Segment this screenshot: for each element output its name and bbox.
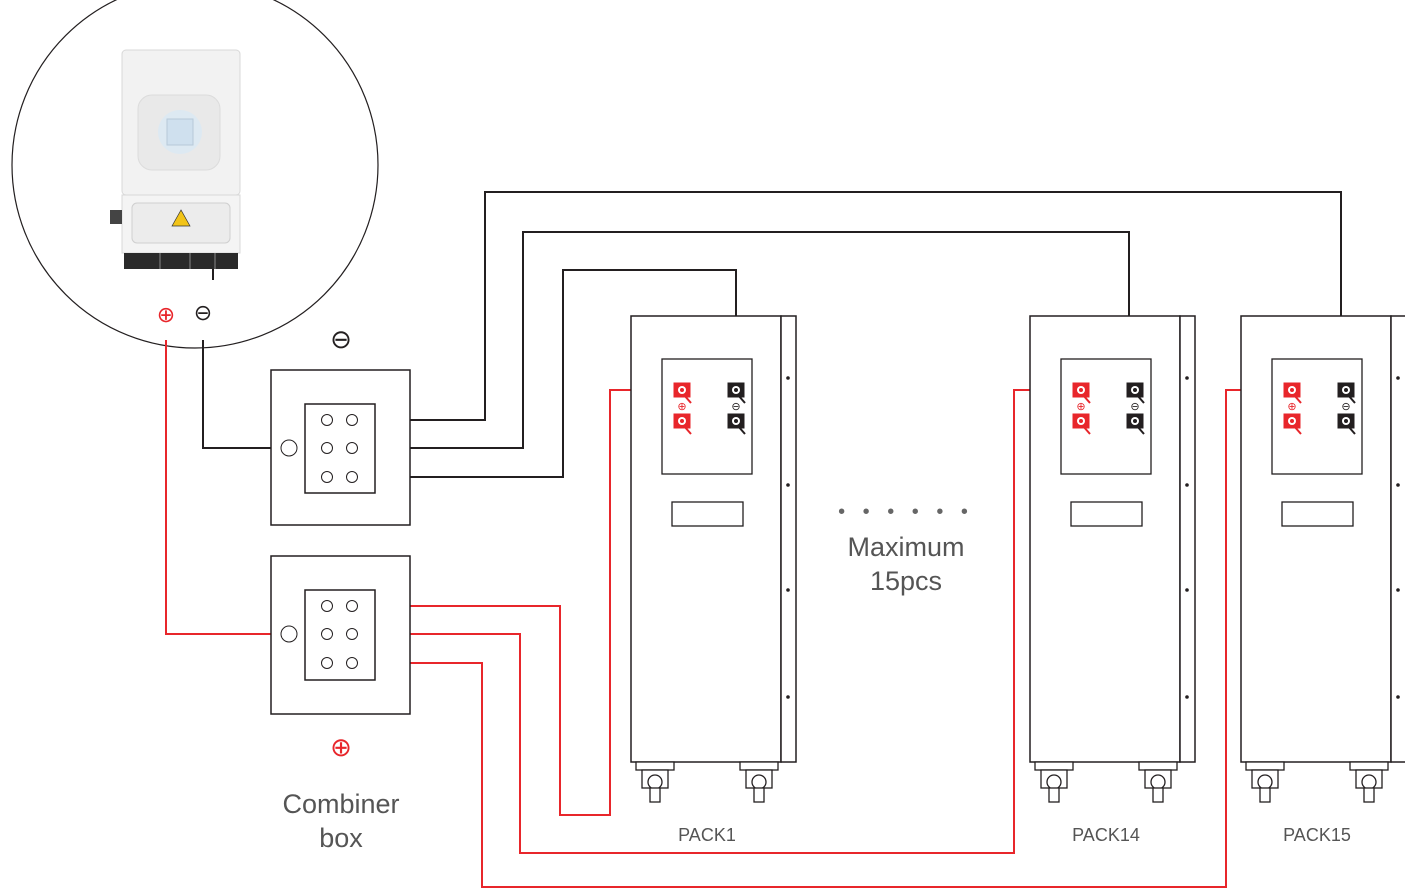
pack-label: PACK14: [1072, 825, 1140, 845]
positive-terminal-icon: [1283, 382, 1302, 404]
pack-display: [671, 501, 744, 527]
pack-display: [1070, 501, 1143, 527]
negative-mark-icon: ⊖: [1341, 401, 1350, 413]
pack-label: PACK1: [678, 825, 736, 845]
caster-wheel: [1245, 761, 1285, 803]
pack-side-panel: [1179, 315, 1196, 763]
negative-terminal-icon: [1337, 413, 1356, 435]
pack-ellipsis: • • • • • •: [838, 501, 974, 523]
caster-wheel: [635, 761, 675, 803]
warning-icon: [171, 209, 191, 227]
positive-terminal-icon: [1072, 382, 1091, 404]
positive-mark-icon: ⊕: [677, 401, 686, 413]
negative-mark-icon: ⊖: [731, 401, 740, 413]
pack-side-panel: [780, 315, 797, 763]
inverter-callout: ⊕ ⊖: [11, 0, 379, 349]
pack-side-panel: [1390, 315, 1405, 763]
positive-terminal-icon: [1072, 413, 1091, 435]
inverter-positive-terminal-icon: ⊕: [157, 302, 175, 327]
positive-terminal-icon: [1283, 413, 1302, 435]
negative-terminal-icon: [1126, 382, 1145, 404]
negative-terminal-icon: [727, 382, 746, 404]
negative-terminal-icon: [1126, 413, 1145, 435]
combiner-negative: ⊖: [270, 324, 411, 526]
negative-terminal-icon: [727, 413, 746, 435]
caster-wheel: [1034, 761, 1074, 803]
combiner-positive-symbol: ⊕: [330, 732, 352, 762]
battery-pack: ⊕ ⊖ PACK1: [630, 315, 797, 845]
pack-label: PACK15: [1283, 825, 1351, 845]
caster-wheel: [739, 761, 779, 803]
battery-packs: ⊕ ⊖ PACK1 ⊕ ⊖ PACK14 ⊕ ⊖ PACK15: [630, 315, 1405, 845]
inverter-unit: [110, 49, 241, 280]
positive-terminal-icon: [673, 413, 692, 435]
combiner-positive: ⊕ Combiner box: [270, 555, 411, 853]
max-note-line2: 15pcs: [870, 566, 942, 596]
inverter-negative-terminal-icon: ⊖: [194, 300, 212, 325]
negative-terminal-icon: [1337, 382, 1356, 404]
caster-wheel: [1138, 761, 1178, 803]
caster-wheel: [1349, 761, 1389, 803]
positive-terminal-icon: [673, 382, 692, 404]
negative-mark-icon: ⊖: [1130, 401, 1139, 413]
negative-wires: [202, 191, 1342, 478]
max-note-line1: Maximum: [847, 532, 964, 562]
pack-display: [1281, 501, 1354, 527]
battery-pack: ⊕ ⊖ PACK14: [1029, 315, 1196, 845]
positive-mark-icon: ⊕: [1076, 401, 1085, 413]
combiner-box-label-line2: box: [319, 823, 363, 853]
combiner-box-label-line1: Combiner: [282, 789, 399, 819]
positive-mark-icon: ⊕: [1287, 401, 1296, 413]
battery-pack: ⊕ ⊖ PACK15: [1240, 315, 1405, 845]
positive-wires: [165, 340, 1292, 888]
combiner-negative-symbol: ⊖: [330, 324, 352, 354]
